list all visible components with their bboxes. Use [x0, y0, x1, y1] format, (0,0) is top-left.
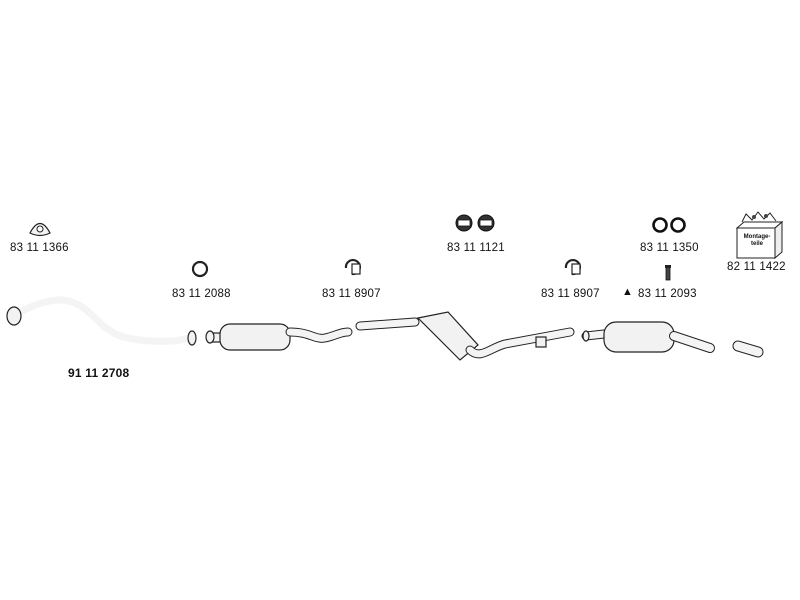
part-number-clamp-1: 83 11 8907 — [322, 288, 381, 300]
front-pipe — [6, 296, 197, 346]
part-number-gasket-front: 83 11 1366 — [10, 242, 69, 254]
clamp-icon — [344, 259, 361, 276]
part-number-front-pipe: 91 11 2708 — [68, 366, 130, 380]
bolt-icon — [665, 265, 671, 281]
tail-pipe-tip — [732, 340, 764, 358]
clamp-icon — [564, 259, 581, 276]
triangle-gasket-icon — [29, 222, 51, 237]
gasket-pair-icon — [455, 214, 495, 232]
rubber-rings-icon — [652, 217, 686, 233]
part-number-mounting-kit: 82 11 1422 — [727, 261, 786, 273]
triangle-marker-icon: ▲ — [622, 286, 633, 298]
center-muffler — [355, 311, 575, 361]
part-number-rubber-rings: 83 11 1350 — [640, 242, 699, 254]
mounting-kit-box-text: Montage-teile — [743, 234, 771, 247]
ring-gasket-icon — [191, 260, 209, 278]
part-number-ring-gasket: 83 11 2088 — [172, 288, 231, 300]
rear-muffler — [581, 321, 715, 353]
part-number-hanger-bolt: 83 11 2093 — [638, 288, 697, 300]
mounting-kit-box-icon — [735, 211, 784, 260]
part-number-clamp-2: 83 11 8907 — [541, 288, 600, 300]
part-number-gasket-pair: 83 11 1121 — [447, 242, 505, 254]
front-muffler — [205, 323, 353, 351]
